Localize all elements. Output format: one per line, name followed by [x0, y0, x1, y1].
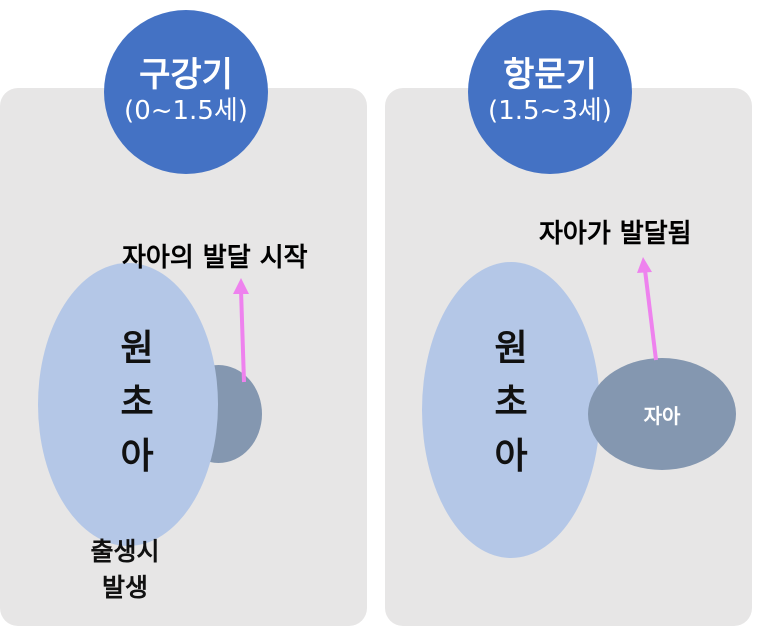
oral-caption: 자아의 발달 시작: [122, 243, 308, 273]
id-label-anal: 원 초 아: [481, 322, 541, 484]
anal-stage-name: 항문기: [503, 54, 597, 95]
oral-stage-name: 구강기: [139, 54, 233, 95]
anal-stage-range: (1.5~3세): [488, 96, 612, 127]
anal-caption: 자아가 발달됨: [539, 219, 692, 249]
id-char: 아: [120, 436, 154, 477]
id-ellipse-anal: [422, 262, 600, 558]
birth-note: 출생시 발생: [70, 534, 180, 606]
id-label-oral: 원 초 아: [107, 322, 167, 484]
id-ellipse-oral: [38, 263, 218, 546]
oral-stage-range: (0~1.5세): [124, 96, 248, 127]
anal-stage-circle: 항문기 (1.5~3세): [468, 10, 632, 174]
birth-note-line: 발생: [101, 573, 148, 602]
id-char: 아: [494, 436, 528, 477]
birth-note-line: 출생시: [90, 537, 160, 566]
id-char: 초: [494, 382, 528, 423]
id-char: 초: [120, 382, 154, 423]
oral-stage-circle: 구강기 (0~1.5세): [104, 10, 268, 174]
id-char: 원: [494, 328, 528, 369]
ego-label: 자아: [643, 403, 681, 428]
ego-developed-shape: 자아: [588, 358, 736, 470]
id-char: 원: [120, 328, 154, 369]
